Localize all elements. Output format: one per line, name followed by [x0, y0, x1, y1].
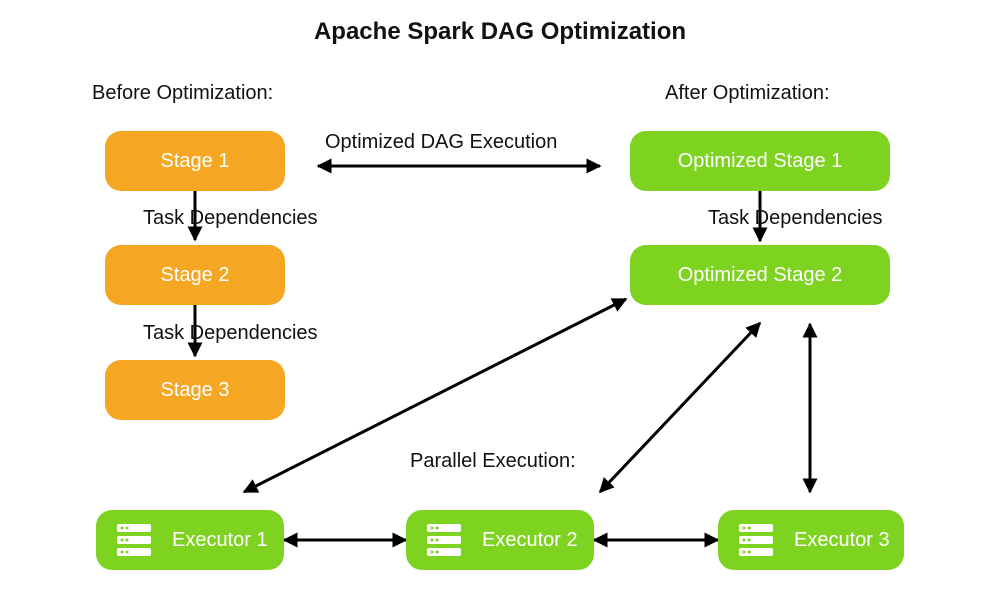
task-dependencies-label-2: Task Dependencies [143, 322, 318, 344]
stage-3-node: Stage 3 [105, 360, 285, 420]
arrow-optstage2-executor2 [598, 321, 762, 494]
stage-3-label: Stage 3 [160, 378, 230, 401]
diagram-title: Apache Spark DAG Optimization [313, 18, 687, 45]
optimized-stage-1-label: Optimized Stage 1 [677, 149, 843, 172]
executor-3-label: Executor 3 [794, 528, 890, 551]
server-icon [427, 524, 461, 556]
optimized-stage-1-node: Optimized Stage 1 [630, 131, 890, 191]
executor-2-label: Executor 2 [482, 528, 578, 551]
after-optimization-label: After Optimization: [665, 82, 830, 104]
task-dependencies-label-1: Task Dependencies [143, 207, 318, 229]
executor-3-node: Executor 3 [718, 510, 904, 570]
stage-1-label: Stage 1 [160, 149, 230, 172]
optimized-dag-execution-label: Optimized DAG Execution [325, 131, 558, 153]
before-optimization-label: Before Optimization: [92, 82, 274, 104]
stage-1-node: Stage 1 [105, 131, 285, 191]
stage-2-node: Stage 2 [105, 245, 285, 305]
optimized-stage-2-node: Optimized Stage 2 [630, 245, 890, 305]
stage-2-label: Stage 2 [160, 263, 230, 286]
executor-1-label: Executor 1 [172, 528, 268, 551]
arrow-optstage2-executor1 [242, 297, 628, 494]
task-dependencies-label-3: Task Dependencies [708, 207, 883, 229]
executor-2-node: Executor 2 [406, 510, 594, 570]
server-icon [739, 524, 773, 556]
optimized-stage-2-label: Optimized Stage 2 [677, 263, 843, 286]
server-icon [117, 524, 151, 556]
executor-1-node: Executor 1 [96, 510, 284, 570]
